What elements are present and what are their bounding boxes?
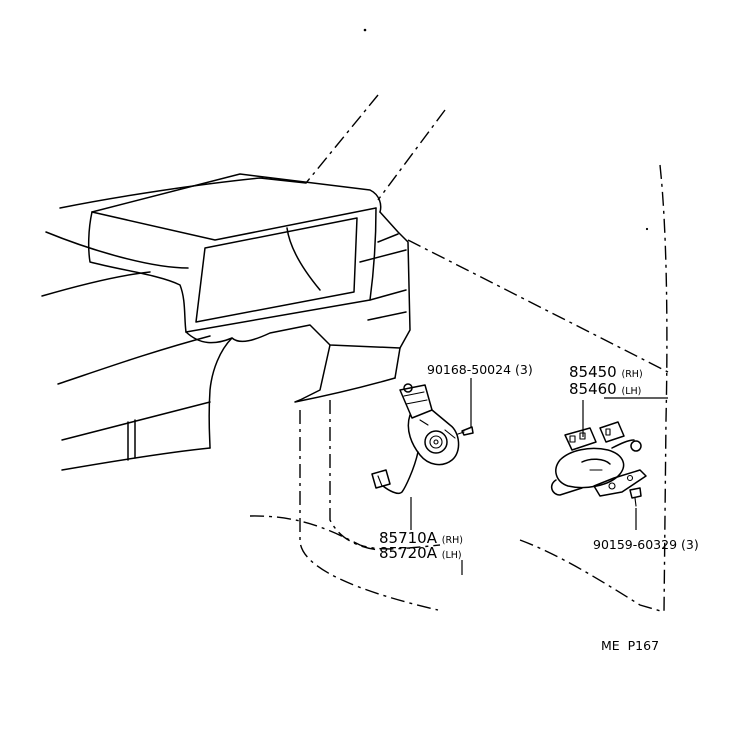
instrument-console	[41, 173, 411, 471]
vehicle-body-outline	[249, 94, 669, 613]
bolt-90168	[457, 426, 474, 436]
screw-90159	[629, 487, 642, 507]
leader-lines	[410, 378, 668, 575]
label-85460: 85460 (LH)	[569, 380, 641, 398]
label-85450: 85450 (RH)	[569, 363, 643, 381]
label-85710A: 85710A (RH)	[379, 529, 463, 547]
label-90159-60329: 90159-60329 (3)	[593, 537, 699, 552]
window-motor-assembly	[371, 383, 460, 495]
part-labels: 90168-50024 (3) 85450 (RH) 85460 (LH) 85…	[379, 362, 699, 653]
page-code: ME P167	[601, 638, 659, 653]
window-switch-assembly	[550, 421, 647, 497]
stray-dot	[363, 28, 367, 32]
label-85720A: 85720A (LH)	[379, 544, 462, 562]
label-90168-50024: 90168-50024 (3)	[427, 362, 533, 377]
stray-dot	[645, 227, 649, 231]
